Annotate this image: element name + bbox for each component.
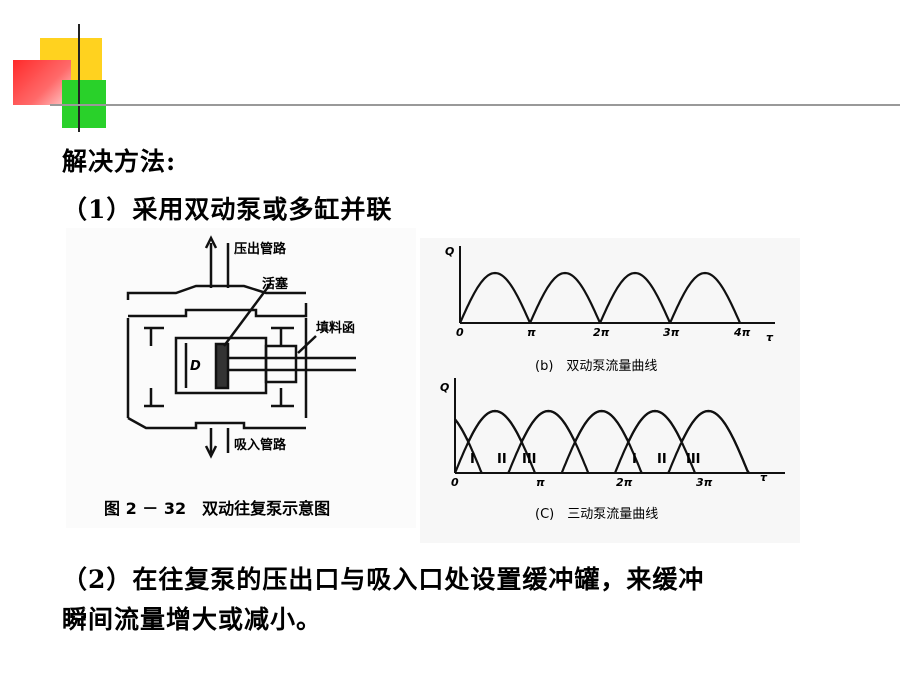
flow-curves-panel: Q 0 π 2π 3π 4π τ (b) 双动泵流量曲线 Q 0 π 2π 3π… (420, 238, 800, 543)
decor-horizontal-line (50, 104, 900, 106)
label-piston: 活塞 (262, 276, 289, 292)
pump-schematic-panel: 压出管路 活塞 填料函 吸入管路 D 图 2 － 32 双动往复泵示意图 (66, 228, 416, 528)
curve-b-tick-1: π (527, 326, 536, 339)
pump-schematic: 压出管路 活塞 填料函 吸入管路 D 图 2 － 32 双动往复泵示意图 (104, 235, 356, 518)
curve-c-mark-6: III (686, 452, 701, 467)
item-1: （1）采用双动泵或多缸并联 (62, 195, 393, 224)
label-diameter: D (190, 359, 201, 374)
curve-b-tick-0: 0 (456, 326, 464, 339)
curve-c-mark-2: II (497, 452, 507, 467)
decor-red-square (13, 60, 71, 105)
curve-c-mark-3: III (522, 452, 537, 467)
heading-solution: 解决方法: (62, 147, 177, 176)
curve-b: Q 0 π 2π 3π 4π τ (b) 双动泵流量曲线 (445, 245, 775, 374)
item-2-line-1: （2）在往复泵的压出口与吸入口处设置缓冲罐，来缓冲 (62, 565, 705, 594)
curve-b-tick-3: 3π (663, 326, 680, 339)
curve-c-tick-3: 3π (696, 476, 713, 489)
curve-b-caption: (b) 双动泵流量曲线 (535, 359, 657, 374)
curve-c-mark-5: II (657, 452, 667, 467)
curve-c-x-end: τ (760, 471, 768, 484)
curve-c-tick-0: 0 (451, 476, 459, 489)
curve-c-caption: (C) 三动泵流量曲线 (535, 507, 658, 522)
curve-c: Q 0 π 2π 3π τ I II III I II III (C) 三动泵流… (440, 378, 785, 522)
decor-vertical-line (78, 24, 80, 132)
curve-c-y-axis: Q (440, 381, 449, 394)
label-inlet-pipe: 吸入管路 (234, 437, 287, 453)
curve-c-mark-1: I (470, 452, 475, 467)
label-outlet-pipe: 压出管路 (234, 241, 287, 257)
curve-b-y-axis: Q (445, 245, 454, 258)
curve-b-tick-4: 4π (733, 326, 751, 339)
item-2-line-2: 瞬间流量增大或减小。 (62, 605, 323, 634)
pump-schematic-caption: 图 2 － 32 双动往复泵示意图 (104, 499, 330, 518)
curve-c-tick-1: π (536, 476, 545, 489)
label-packing-box: 填料函 (316, 320, 355, 336)
curve-b-x-end: τ (766, 331, 774, 344)
curve-c-tick-2: 2π (616, 476, 633, 489)
flow-curves: Q 0 π 2π 3π 4π τ (b) 双动泵流量曲线 Q 0 π 2π 3π… (440, 245, 785, 522)
curve-c-mark-4: I (632, 452, 637, 467)
curve-b-tick-2: 2π (593, 326, 610, 339)
